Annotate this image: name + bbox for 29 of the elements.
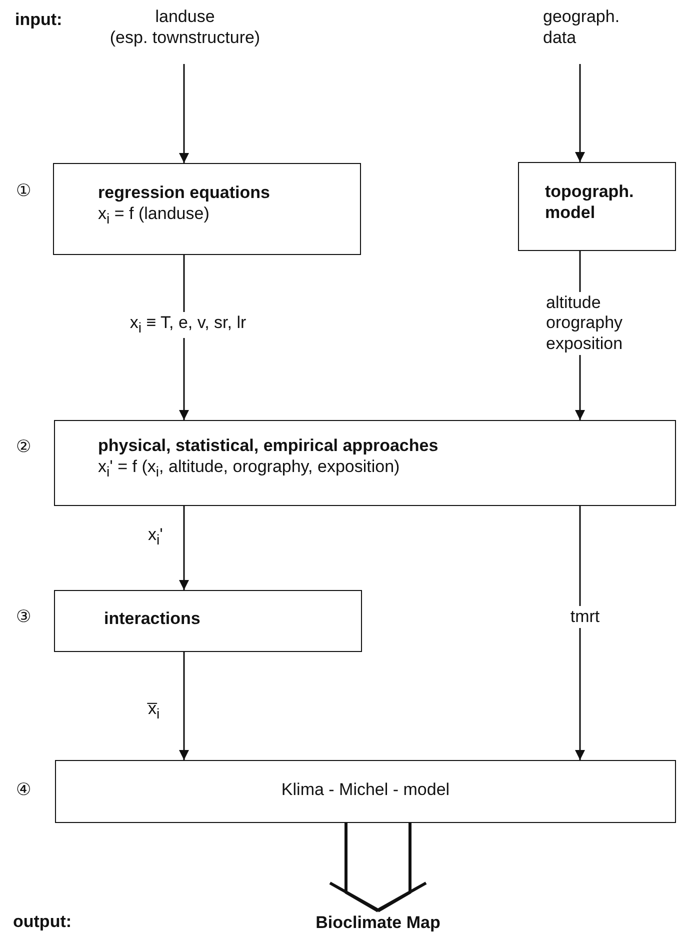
step-number: ③ xyxy=(16,607,31,628)
arrow xyxy=(179,652,189,760)
box-heading: physical, statistical, empirical approaches xyxy=(98,435,440,456)
node-text: landuse (esp. townstructure) xyxy=(108,6,262,48)
node-text: Bioclimate Map xyxy=(314,912,442,934)
edge-label: x$_{i}$' xyxy=(147,524,164,550)
process-box xyxy=(53,163,361,255)
arrow xyxy=(179,64,189,163)
arrow xyxy=(575,506,585,760)
process-box xyxy=(55,760,676,823)
process-box xyxy=(54,590,362,652)
formula-text: x$_{i}$' = f (x$_{i}$, altitude, orography, exposition) xyxy=(98,456,401,482)
row-heading: output: xyxy=(13,912,72,932)
process-box xyxy=(54,420,676,506)
node-text: geograph. data xyxy=(543,6,621,48)
output-arrow xyxy=(328,822,428,912)
formula-text: x$_{i}$ = f (landuse) xyxy=(98,203,210,230)
box-label: topograph. model xyxy=(545,181,635,224)
step-number: ① xyxy=(16,181,31,202)
arrow xyxy=(179,506,189,590)
box-label: interactions xyxy=(104,608,202,630)
step-number: ④ xyxy=(16,780,31,800)
row-heading: input: xyxy=(15,10,62,30)
edge-label: x̅$_{i}$ xyxy=(146,698,161,724)
box-label: Klima - Michel - model xyxy=(280,779,451,800)
step-number: ② xyxy=(16,437,31,458)
process-box xyxy=(518,162,676,251)
arrow xyxy=(575,64,585,162)
box-heading: regression equations xyxy=(98,182,271,204)
